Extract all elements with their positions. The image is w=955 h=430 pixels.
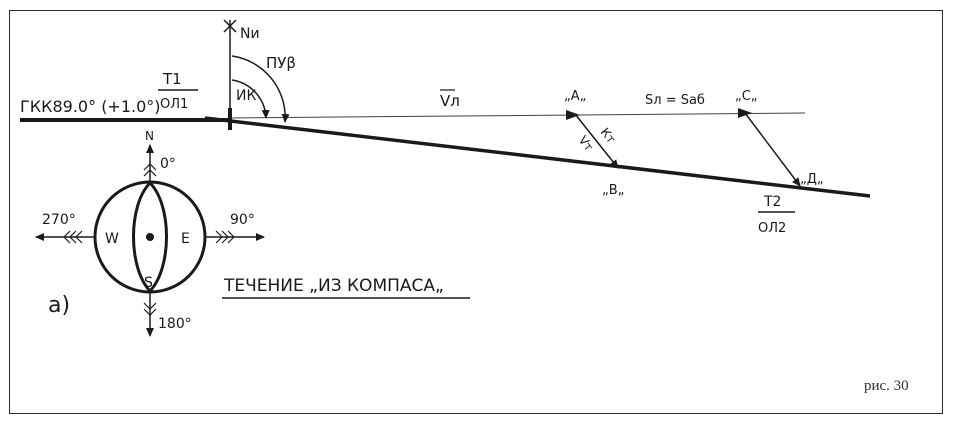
- true-track-line: [204, 116, 871, 198]
- point-b-label: „В„: [602, 183, 624, 198]
- v-label: Vл: [440, 92, 460, 110]
- py-label: ПУβ: [266, 54, 296, 72]
- diagram-title: ТЕЧЕНИЕ „ИЗ КОМПАСА„: [223, 276, 444, 296]
- kt-label: Кт: [598, 125, 619, 146]
- point-a-arrow-icon: [566, 110, 580, 120]
- compass-south-feather-icon: [143, 302, 157, 316]
- t1-bottom-label: ОЛ1: [160, 97, 188, 112]
- point-d-label: „Д„: [800, 172, 824, 187]
- py-arc: [231, 55, 290, 123]
- intended-track-line: [229, 112, 806, 119]
- heading-label: ГКК89.0° (+1.0°): [20, 97, 161, 116]
- north-arrow-icon: [223, 19, 237, 33]
- distance-label: Sл = Sаб: [645, 93, 705, 108]
- compass-east-feather-icon: [215, 230, 235, 244]
- ik-arc: [231, 79, 270, 119]
- t1-top-label: Т1: [162, 70, 182, 88]
- compass-n-label: N: [145, 129, 154, 143]
- compass-e-label: E: [181, 231, 190, 247]
- ik-label: ИК: [236, 88, 256, 104]
- part-label: а): [48, 293, 70, 318]
- compass-0-label: 0°: [160, 156, 176, 172]
- compass-270-label: 270°: [42, 212, 76, 228]
- current-vector-ab: [574, 113, 619, 169]
- compass-west-feather-icon: [63, 230, 83, 244]
- figure-frame: [9, 10, 943, 414]
- compass-90-label: 90°: [230, 212, 255, 228]
- compass-180-label: 180°: [158, 316, 192, 332]
- compass-w-label: W: [105, 231, 119, 247]
- current-vector-cd: [744, 112, 801, 187]
- north-label: Nи: [240, 26, 260, 42]
- t2-top-label: Т2: [763, 194, 781, 210]
- compass-center-dot: [146, 233, 154, 241]
- point-a-label: „А„: [564, 89, 586, 104]
- compass-s-label: S: [144, 275, 153, 291]
- point-c-arrow-icon: [738, 108, 752, 118]
- compass-north-feather-icon: [143, 163, 157, 177]
- t2-bottom-label: ОЛ2: [758, 221, 786, 236]
- point-c-label: „С„: [735, 89, 758, 104]
- figure-caption: рис. 30: [864, 378, 909, 394]
